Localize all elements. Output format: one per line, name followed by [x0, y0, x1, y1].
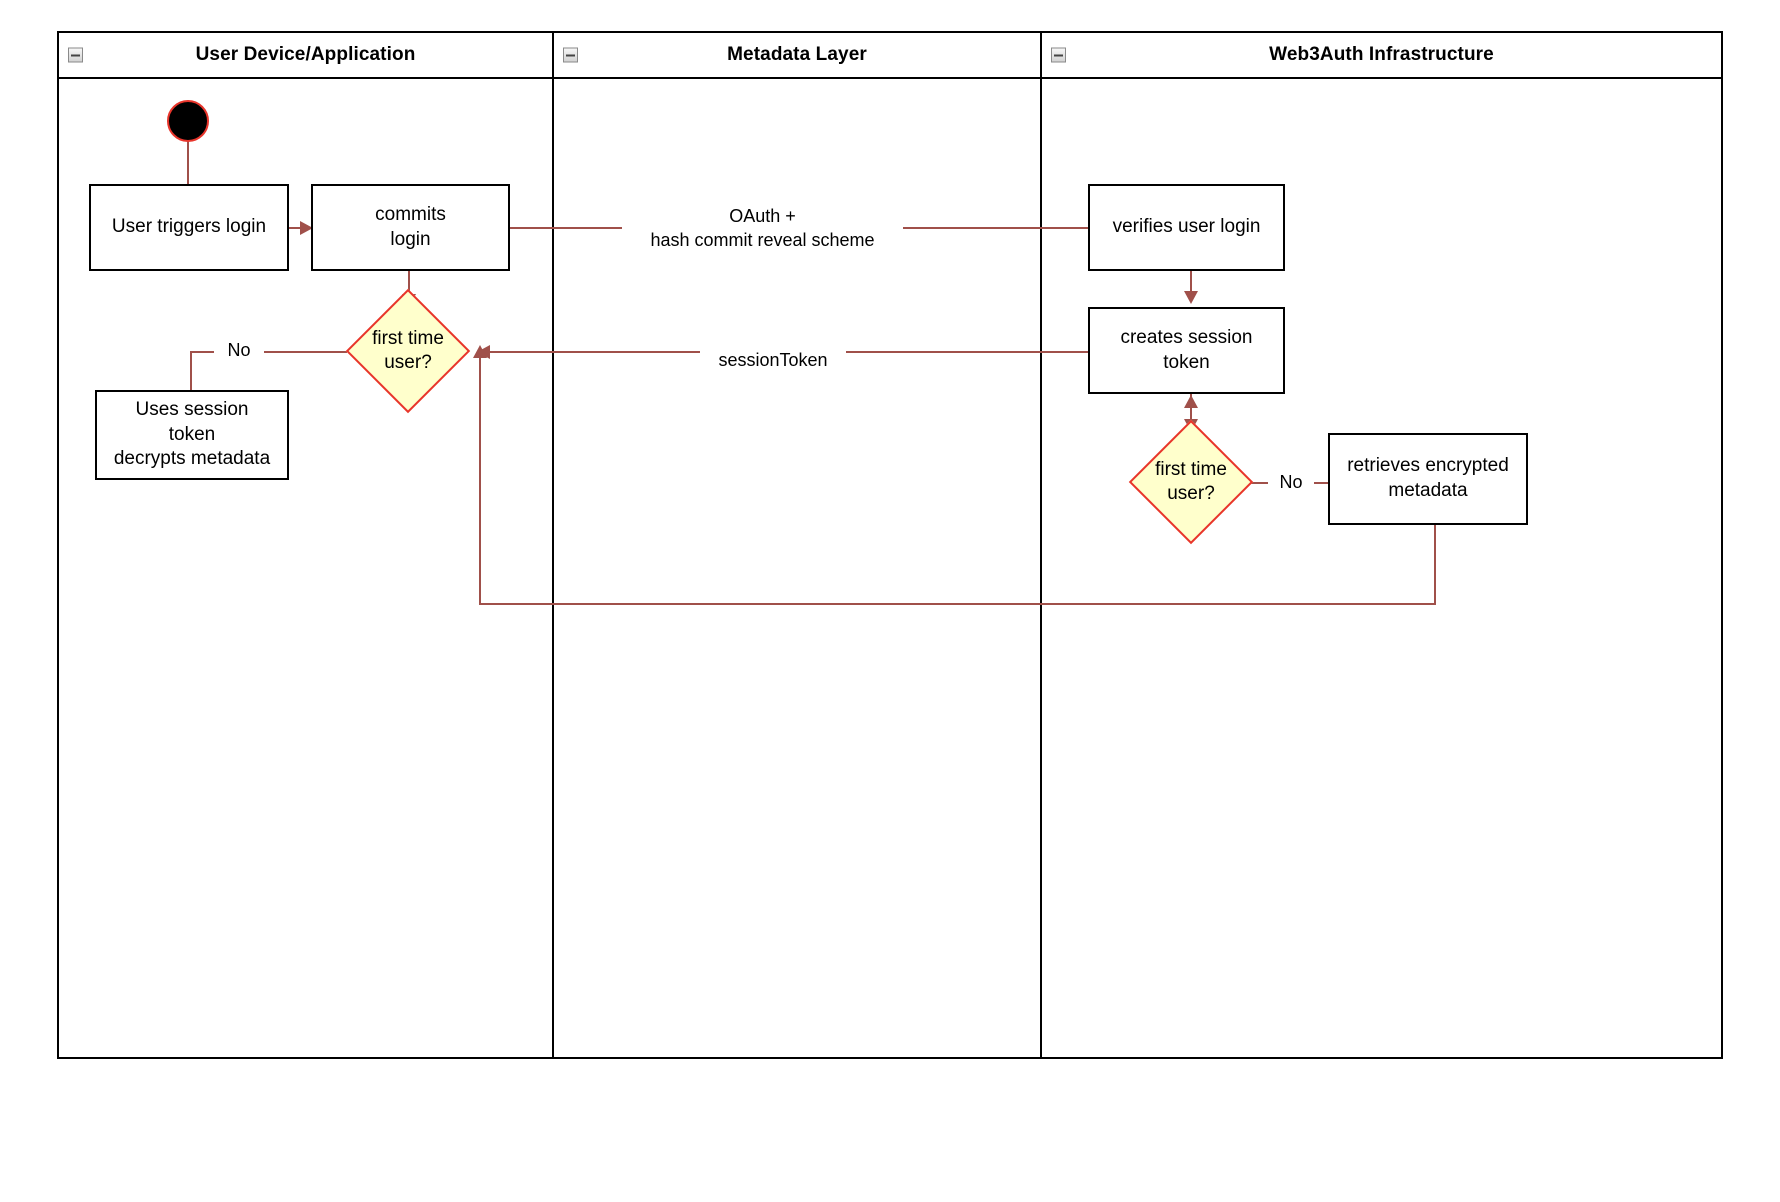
swimlane-title-user-device: User Device/Application	[195, 44, 416, 65]
swimlane-header-metadata-layer: Metadata Layer	[554, 33, 1040, 79]
arrowhead-creates-up	[1184, 395, 1198, 408]
flow-creates-to-decision-right	[1190, 394, 1192, 432]
flow-no-left-down	[190, 351, 192, 391]
collapse-minus-icon[interactable]	[68, 47, 83, 63]
flow-commits-to-verifies-left	[509, 227, 639, 229]
flow-label-session-token: sessionToken	[700, 348, 846, 373]
activity-uses-session-token[interactable]: Uses session token decrypts metadata	[95, 390, 289, 480]
flow-return-left	[479, 603, 1436, 605]
flow-verifies-to-creates	[1190, 270, 1192, 298]
activity-creates-session-token[interactable]: creates session token	[1088, 307, 1285, 394]
swimlane-pool: User Device/Application Metadata Layer W…	[57, 31, 1723, 1059]
collapse-minus-icon[interactable]	[563, 47, 578, 63]
activity-commits-login[interactable]: commits login	[311, 184, 510, 271]
swimlane-title-metadata-layer: Metadata Layer	[727, 44, 867, 65]
swimlane-title-web3auth: Web3Auth Infrastructure	[1269, 44, 1494, 65]
flow-return-down	[1434, 525, 1436, 604]
activity-verifies-user-login[interactable]: verifies user login	[1088, 184, 1285, 271]
arrowhead-return-to-decision	[473, 345, 487, 358]
swimlane-web3auth: Web3Auth Infrastructure	[1042, 33, 1721, 1057]
flow-start-to-user-triggers-login	[187, 140, 189, 185]
flow-return-up	[479, 357, 481, 604]
arrowhead-user-triggers-to-commits	[300, 221, 313, 235]
flow-commits-to-decision	[408, 270, 410, 303]
swimlane-header-user-device: User Device/Application	[59, 33, 552, 79]
collapse-minus-icon[interactable]	[1051, 47, 1066, 63]
flow-label-no-left: No	[214, 338, 264, 363]
flow-no-right	[1249, 482, 1272, 484]
flow-session-token-left	[490, 351, 706, 353]
initial-node[interactable]	[167, 100, 209, 142]
swimlane-header-web3auth: Web3Auth Infrastructure	[1042, 33, 1721, 79]
swimlane-metadata-layer: Metadata Layer	[554, 33, 1042, 1057]
flow-no-right-2	[1305, 482, 1328, 484]
swimlane-user-device: User Device/Application	[59, 33, 554, 1057]
activity-retrieves-encrypted-metadata[interactable]: retrieves encrypted metadata	[1328, 433, 1528, 525]
flow-label-no-right: No	[1268, 470, 1314, 495]
arrowhead-verifies-to-creates	[1184, 291, 1198, 304]
flow-user-triggers-to-commits	[288, 227, 306, 229]
activity-user-triggers-login[interactable]: User triggers login	[89, 184, 289, 271]
flow-session-token-right	[836, 351, 1088, 353]
flow-label-oauth: OAuth + hash commit reveal scheme	[622, 204, 903, 253]
flow-commits-to-verifies-right	[878, 227, 1088, 229]
flow-no-left-upper	[257, 351, 347, 353]
flow-no-left-lower	[190, 351, 215, 353]
